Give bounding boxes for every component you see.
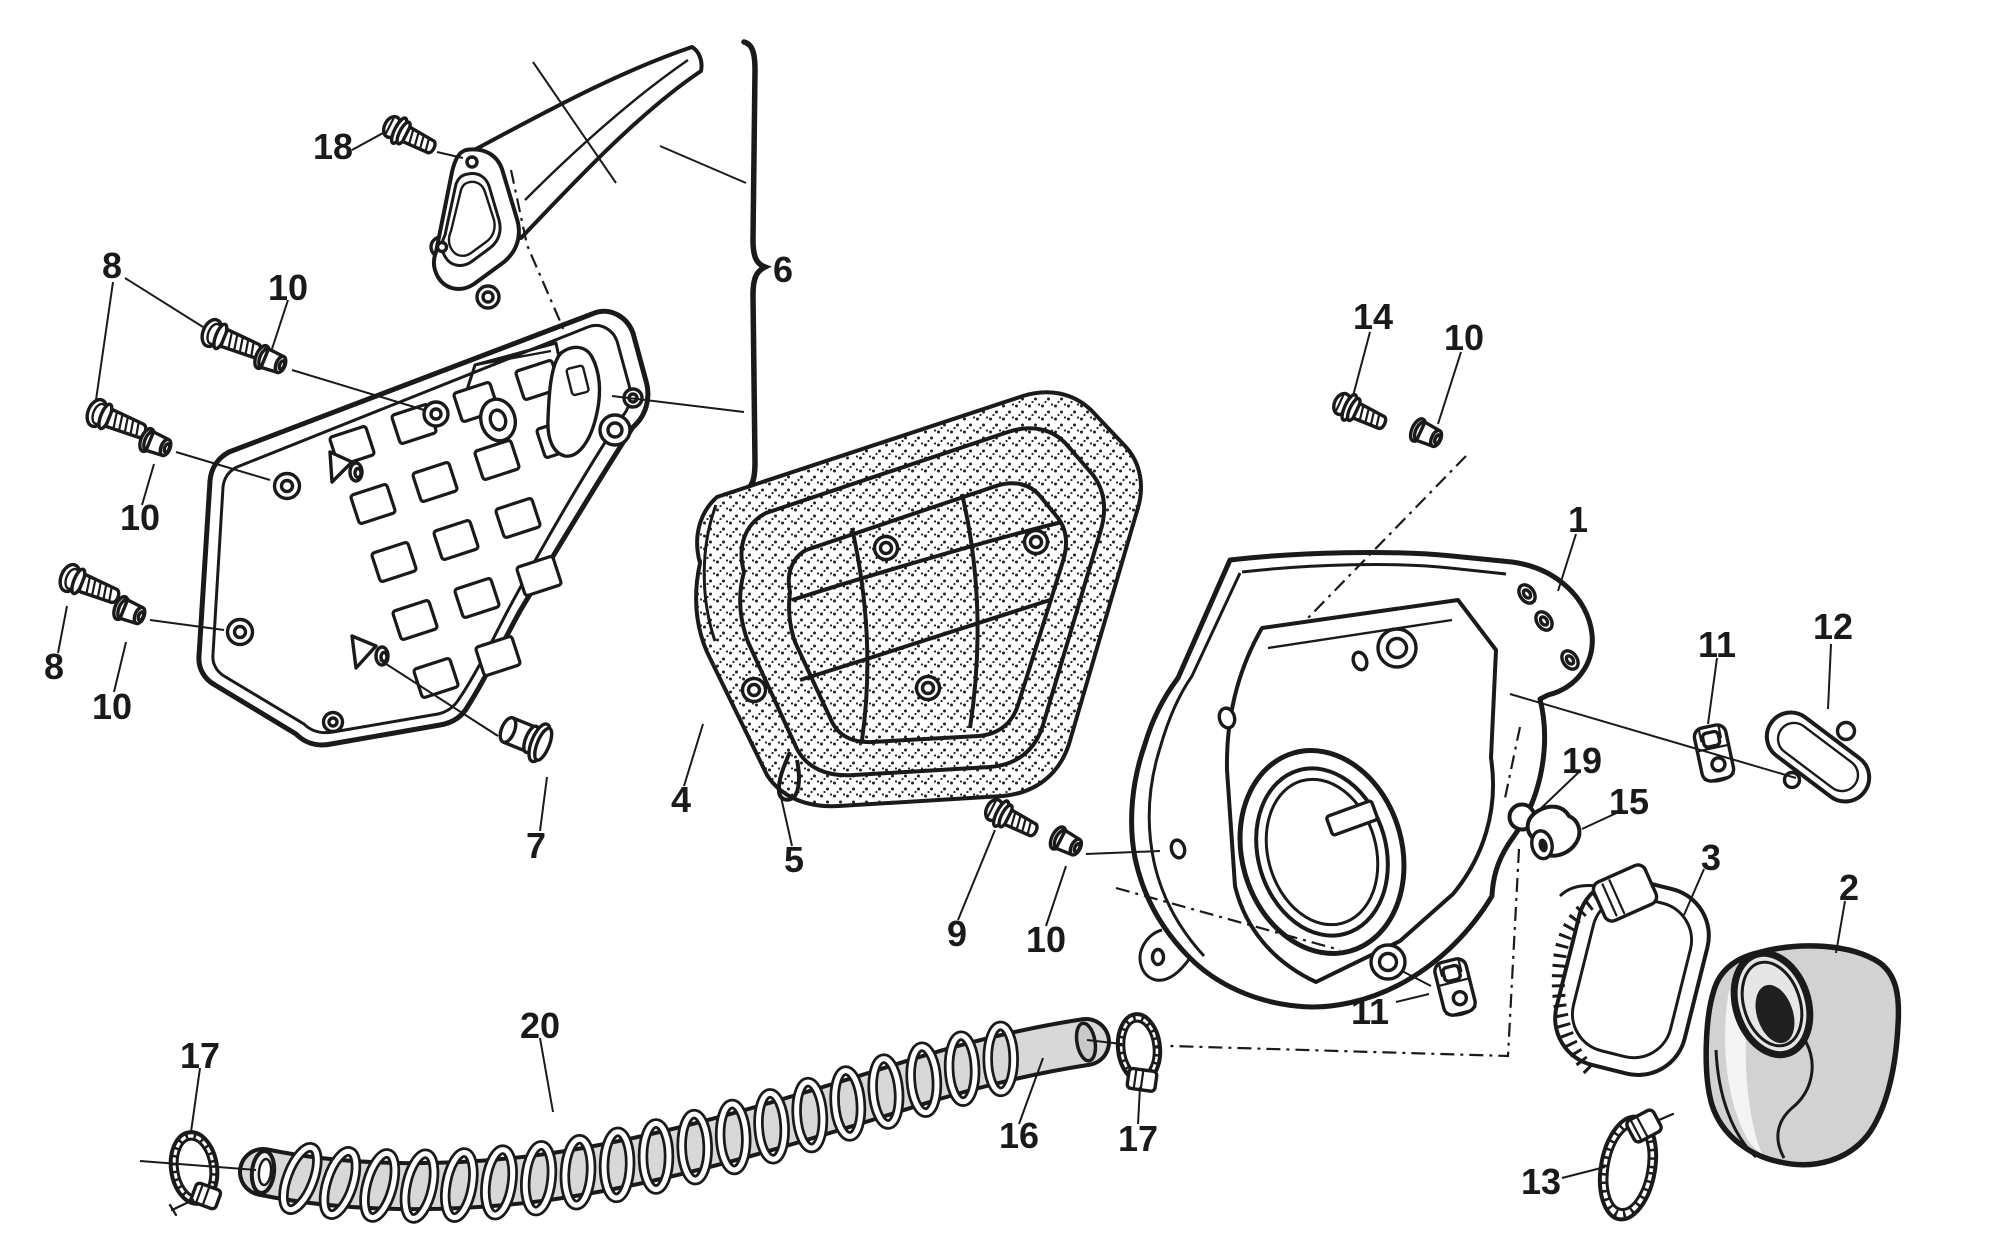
screw-14 — [1327, 386, 1393, 439]
leader-lines — [57, 61, 1846, 1179]
callout-8-4: 8 — [44, 646, 64, 687]
callout-2-20: 2 — [1839, 867, 1859, 908]
callout-18-0: 18 — [313, 126, 353, 167]
callout-10-3: 10 — [120, 497, 160, 538]
assembly-axis-lines — [509, 169, 1522, 1058]
retainer-clip-lower-11 — [1431, 955, 1480, 1021]
intake-boot-2 — [1703, 943, 1902, 1168]
callout-15-18: 15 — [1609, 781, 1649, 822]
callout-1-14: 1 — [1568, 499, 1588, 540]
callout-5-8: 5 — [784, 839, 804, 880]
filter-cage — [738, 426, 1107, 802]
corrugated-hose-20 — [238, 1017, 1111, 1224]
screw-18 — [377, 109, 442, 163]
callout-10-11: 10 — [1026, 919, 1066, 960]
callout-9-10: 9 — [947, 913, 967, 954]
callout-6-9: 6 — [773, 249, 793, 290]
spacer-10e — [1045, 822, 1087, 862]
callout-10-5: 10 — [92, 686, 132, 727]
worm-clamp-13 — [1597, 1108, 1675, 1222]
callout-10-2: 10 — [268, 267, 308, 308]
filter-foam — [694, 390, 1143, 809]
callout-16-25: 16 — [999, 1115, 1039, 1156]
elbow-fitting-15 — [1525, 804, 1582, 861]
callout-14-12: 14 — [1353, 296, 1393, 337]
callout-12-16: 12 — [1813, 606, 1853, 647]
callout-13-22: 13 — [1521, 1161, 1561, 1202]
callout-3-19: 3 — [1701, 837, 1721, 878]
callout-11-15: 11 — [1698, 624, 1736, 665]
callout-11-21: 11 — [1351, 991, 1389, 1032]
duct-flange-gasket — [429, 147, 521, 310]
bolt-8c — [54, 559, 125, 613]
link-plate-12 — [1764, 710, 1872, 804]
callout-17-24: 17 — [180, 1035, 220, 1076]
intake-duct — [457, 45, 704, 240]
clamp-band-3 — [1551, 863, 1711, 1077]
callout-19-17: 19 — [1562, 740, 1602, 781]
perforated-panel — [196, 308, 651, 748]
callout-20-23: 20 — [520, 1005, 560, 1046]
callout-10-13: 10 — [1444, 317, 1484, 358]
bracket-brace-6 — [741, 39, 772, 494]
screw-9 — [979, 792, 1044, 846]
plug-7 — [498, 716, 554, 764]
callout-17-26: 17 — [1118, 1118, 1158, 1159]
callout-4-7: 4 — [671, 779, 691, 820]
callout-7-6: 7 — [526, 825, 546, 866]
airbox-housing — [1129, 550, 1595, 1010]
callout-8-1: 8 — [102, 245, 122, 286]
hose-clamp-right-17 — [1115, 1012, 1163, 1093]
hose-clamp-left-17 — [168, 1130, 223, 1217]
